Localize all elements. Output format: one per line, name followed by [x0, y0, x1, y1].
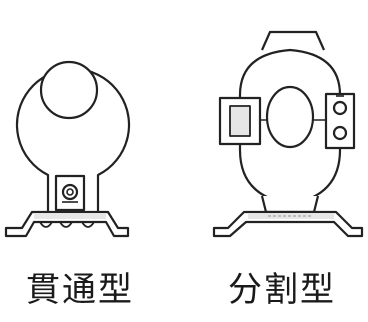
split-type-terminal-screw-upper: [332, 100, 348, 116]
through-type-ct-drawing: [4, 60, 131, 238]
split-type-ct-drawing: [212, 30, 364, 238]
through-type-center-hole: [39, 60, 99, 120]
through-type-caption: 貫通型: [26, 270, 134, 310]
split-type-terminal-screw-lower: [332, 125, 348, 141]
split-type-center-hole: [265, 85, 315, 149]
split-type-top-bracket: [260, 30, 326, 51]
split-type-caption: 分割型: [228, 270, 336, 310]
